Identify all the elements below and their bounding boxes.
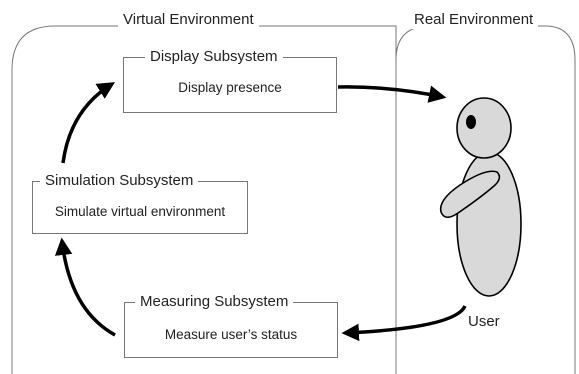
real-environment-label: Real Environment [409,11,539,29]
user-head [456,97,512,159]
user-eye [466,115,476,129]
user-figure [439,97,522,297]
arrow-display-to-user [337,85,447,103]
user-label: User [468,313,500,330]
measuring-subsystem-title: Measuring Subsystem [135,293,294,311]
display-subsystem-text: Display presence [178,80,282,95]
simulation-subsystem-title: Simulation Subsystem [40,172,199,190]
display-subsystem-box: Display Subsystem Display presence [123,48,337,113]
display-subsystem-title: Display Subsystem [145,48,283,66]
simulation-subsystem-box: Simulation Subsystem Simulate virtual en… [32,172,248,234]
arrow-simulation-to-display [61,82,115,164]
arrow-measuring-to-simulation [54,237,116,337]
arrow-user-to-measuring [341,305,467,342]
measuring-subsystem-box: Measuring Subsystem Measure user’s statu… [124,293,338,358]
virtual-environment-label: Virtual Environment [118,11,259,29]
simulation-subsystem-text: Simulate virtual environment [54,204,226,219]
user-arm [439,170,501,219]
measuring-subsystem-text: Measure user’s status [164,327,298,342]
